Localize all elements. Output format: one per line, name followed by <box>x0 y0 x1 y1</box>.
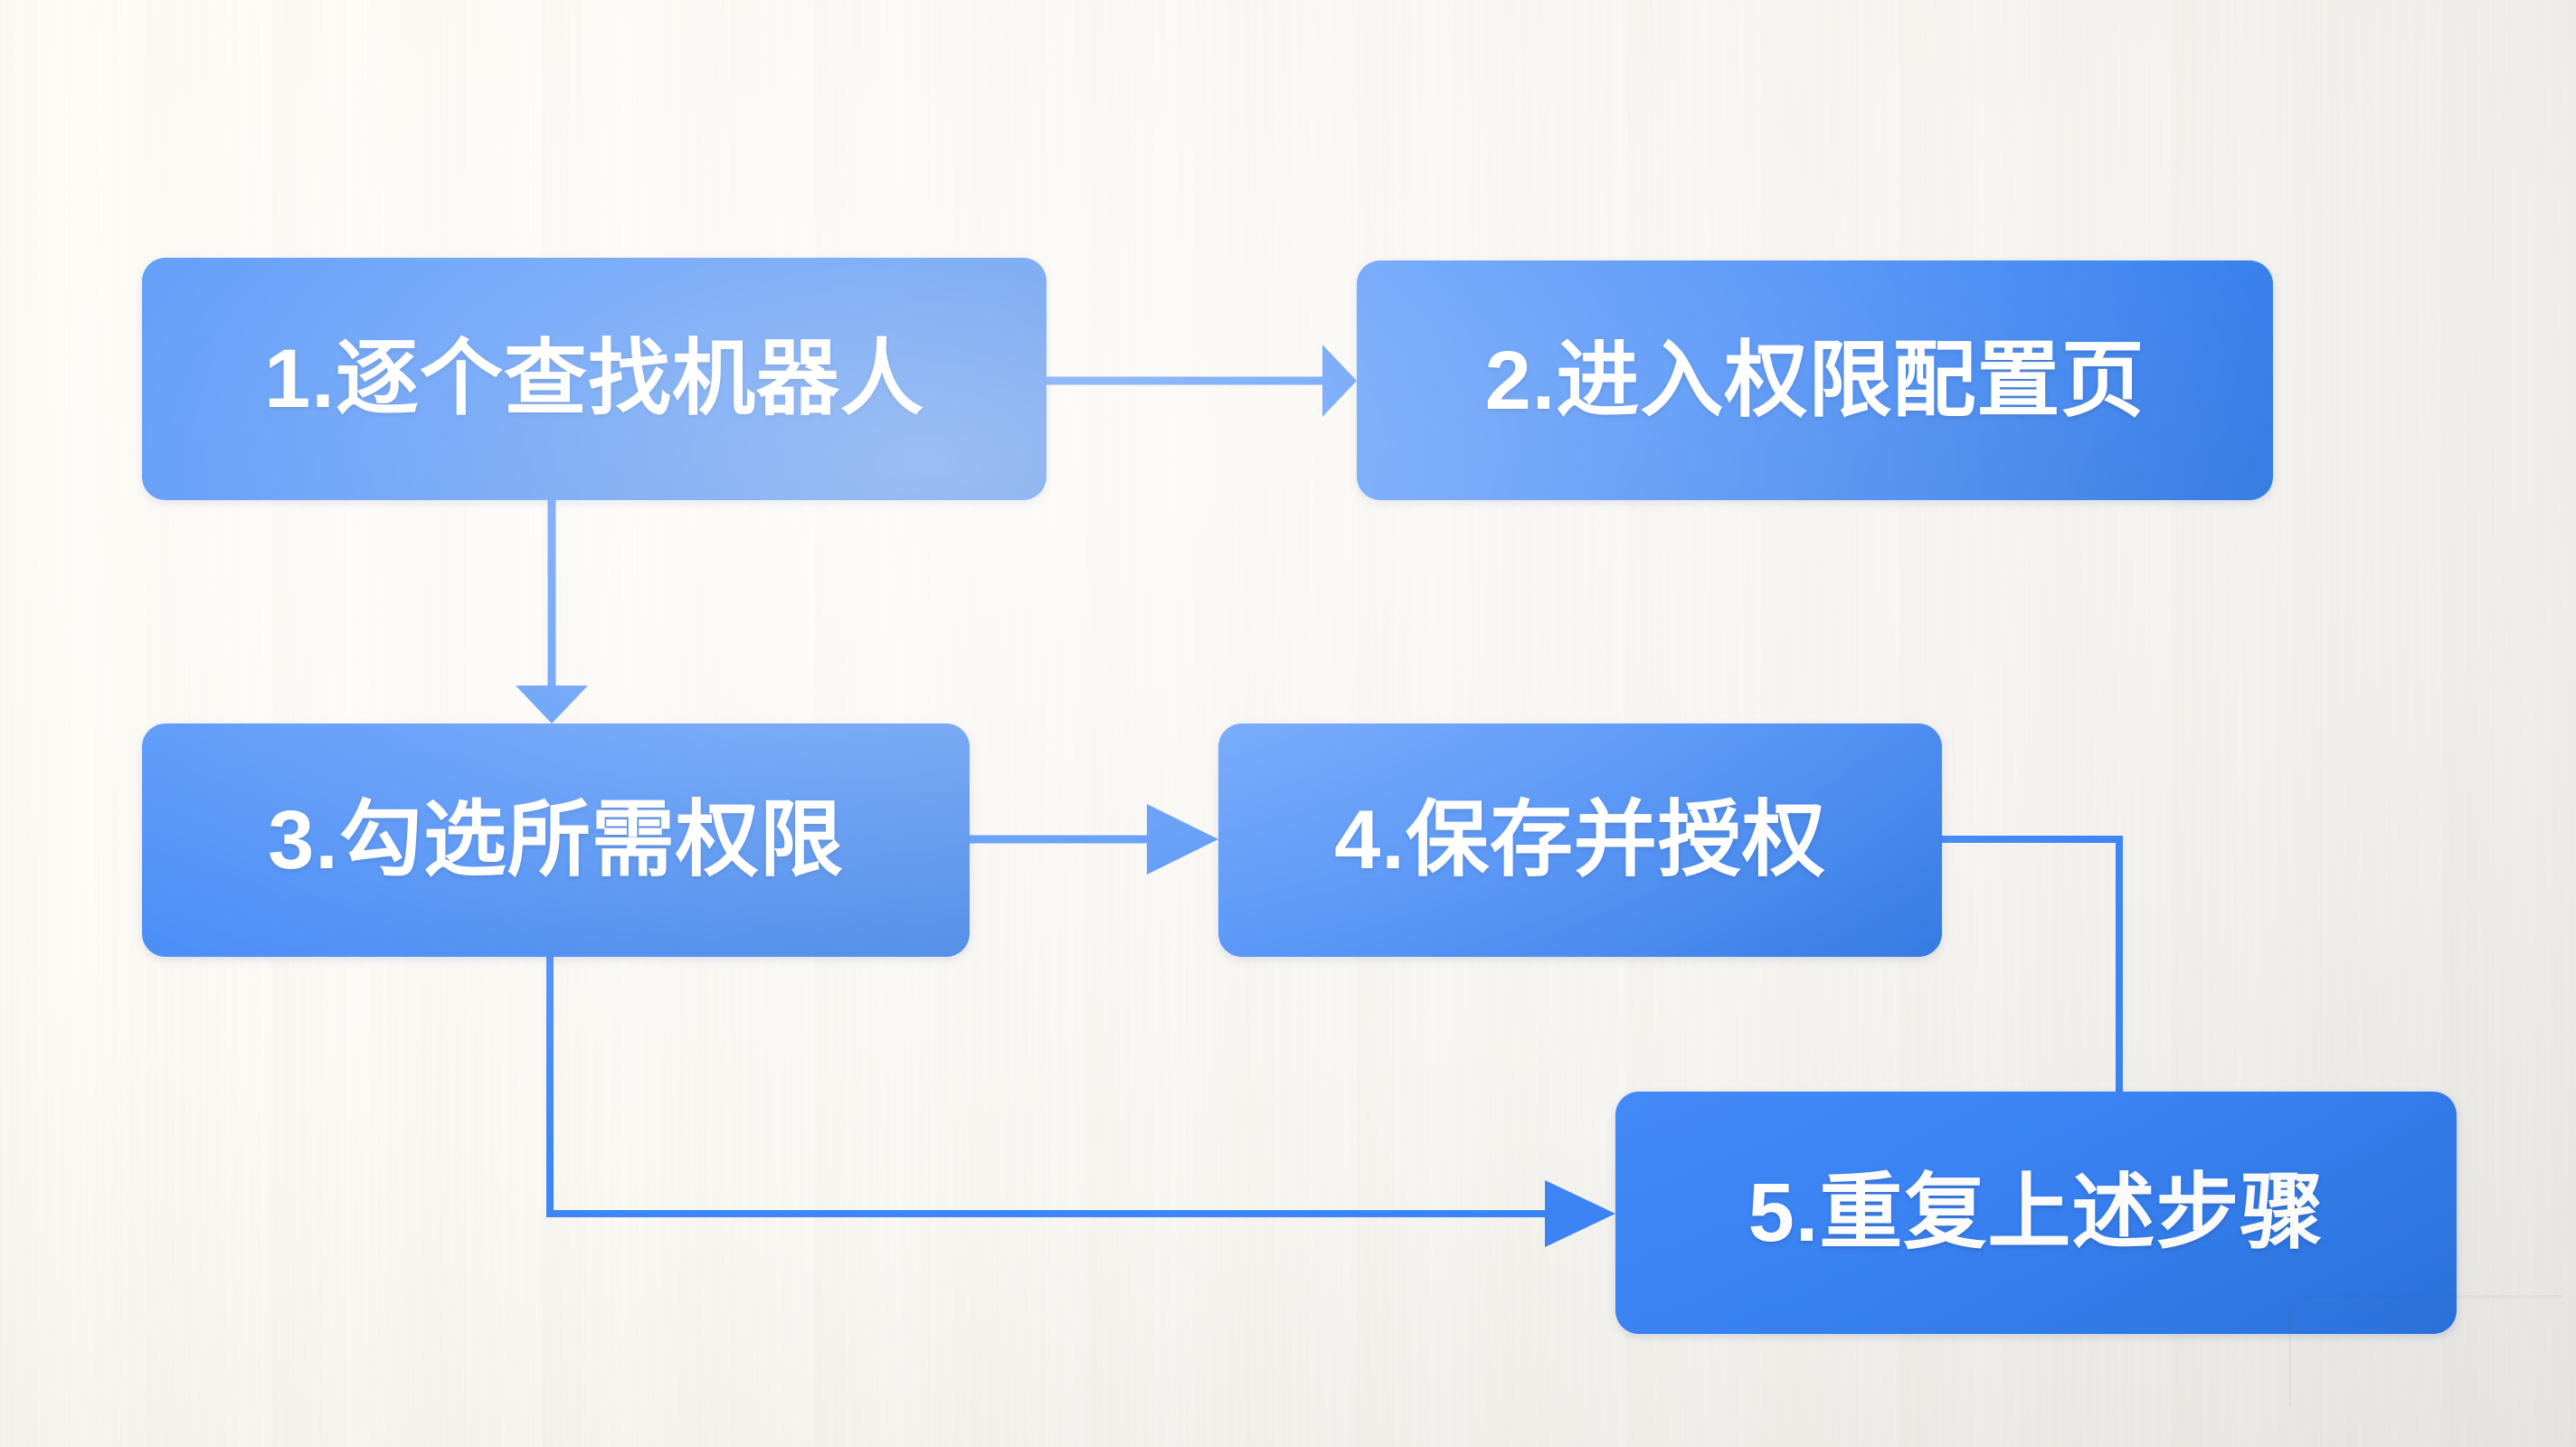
edge-step4-to-step5 <box>1942 836 2123 1096</box>
flow-node-step-1-label: 1.逐个查找机器人 <box>264 333 924 425</box>
edge-step3-to-step4 <box>970 804 1218 875</box>
flow-node-step-5[interactable]: 5.重复上述步骤 <box>1615 1092 2457 1334</box>
flow-node-step-2-label: 2.进入权限配置页 <box>1484 334 2145 427</box>
flow-node-step-4[interactable]: 4.保存并授权 <box>1218 724 1942 957</box>
arrowhead-icon <box>1147 804 1218 875</box>
flow-node-step-3[interactable]: 3.勾选所需权限 <box>142 724 970 957</box>
flow-node-step-3-label: 3.勾选所需权限 <box>268 794 844 886</box>
arrowhead-icon <box>1545 1180 1615 1247</box>
arrowhead-icon <box>1322 345 1357 417</box>
flow-node-step-1[interactable]: 1.逐个查找机器人 <box>142 258 1046 500</box>
edge-step1-to-step3 <box>516 500 588 724</box>
edge-step3-to-step5 <box>546 957 1615 1247</box>
arrowhead-icon <box>516 686 588 724</box>
flow-node-step-5-label: 5.重复上述步骤 <box>1747 1167 2325 1259</box>
edge-step1-to-step2 <box>1046 345 1357 417</box>
flow-node-step-2[interactable]: 2.进入权限配置页 <box>1357 260 2273 500</box>
flow-node-step-4-label: 4.保存并授权 <box>1334 794 1826 886</box>
